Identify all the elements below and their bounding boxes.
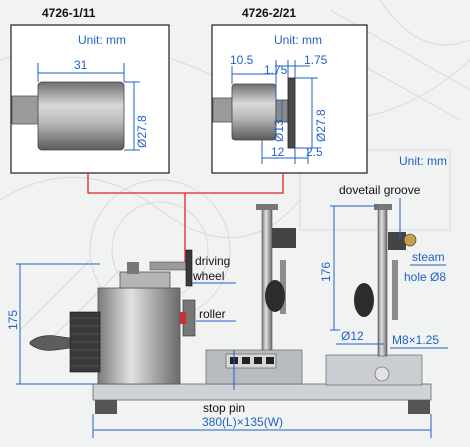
- right-probe: [392, 260, 398, 320]
- main-unit: Unit: mm: [399, 154, 447, 168]
- callout-steam-1: steam: [412, 250, 445, 264]
- panel-4726-1-11: 4726-1/11 Unit: mm 31: [10, 6, 170, 174]
- driving-wheel-part: [185, 249, 193, 287]
- dim-height-175: 175: [6, 310, 20, 330]
- roller-band: [180, 312, 186, 324]
- panel-left-unit: Unit: mm: [78, 33, 126, 47]
- wheel-arm: [149, 261, 191, 271]
- shaft-stub: [11, 95, 41, 125]
- callout-roller: roller: [199, 307, 226, 321]
- roller-cylinder: [37, 81, 125, 151]
- foot-right: [408, 400, 430, 414]
- dim-d27-8-right: Ø27.8: [314, 109, 328, 142]
- column-cap: [256, 204, 278, 210]
- dim-height-176: 176: [319, 262, 333, 282]
- right-knob: [354, 283, 374, 317]
- callout-steam-2: hole Ø8: [404, 270, 446, 284]
- callout-dovetail: dovetail groove: [339, 183, 421, 197]
- crank-handle: [29, 335, 71, 351]
- center-column: [261, 205, 273, 357]
- dim-1-75-a: 1.75: [264, 63, 288, 77]
- panel-left-title: 4726-1/11: [42, 6, 96, 20]
- motor-housing: [97, 287, 181, 385]
- dim-d13: Ø13: [272, 119, 286, 142]
- panel-right-unit: Unit: mm: [274, 33, 322, 47]
- right-stand-base: [325, 354, 423, 386]
- dim-2-5: 2.5: [306, 145, 323, 159]
- main-assembly: Unit: mm driving wheel roller: [6, 154, 448, 438]
- base-plate: [92, 383, 432, 401]
- callout-driving-2: wheel: [192, 269, 224, 283]
- right-column: [377, 205, 388, 357]
- right-clamp-screw: [403, 233, 417, 247]
- foot-left: [95, 400, 117, 414]
- wheel-body: [231, 83, 277, 141]
- dim-length-31: 31: [74, 58, 88, 72]
- center-clamp: [272, 228, 296, 248]
- dim-base: 380(L)×135(W): [202, 415, 283, 429]
- panel-connectors: [87, 173, 284, 265]
- dim-10-5: 10.5: [230, 53, 254, 67]
- dim-diameter-left: Ø27.8: [135, 115, 149, 148]
- housing-top: [119, 271, 171, 289]
- dim-12: 12: [271, 145, 285, 159]
- right-clamp: [388, 232, 406, 250]
- center-knob: [265, 280, 285, 312]
- callout-stop-pin: stop pin: [203, 401, 245, 415]
- table-scale: [225, 353, 277, 369]
- panel-right-title: 4726-2/21: [242, 6, 296, 20]
- top-knob: [127, 262, 139, 274]
- driving-disc: [287, 77, 296, 149]
- panel-4726-2-21: 4726-2/21 Unit: mm 10.5 1.75 1.75 Ø13 Ø2…: [211, 6, 368, 174]
- right-base-knob: [374, 366, 390, 382]
- dim-1-75-b: 1.75: [304, 53, 328, 67]
- callout-driving-1: driving: [195, 254, 230, 268]
- dim-thread: M8×1.25: [392, 333, 439, 347]
- dim-bore: Ø12: [341, 329, 364, 343]
